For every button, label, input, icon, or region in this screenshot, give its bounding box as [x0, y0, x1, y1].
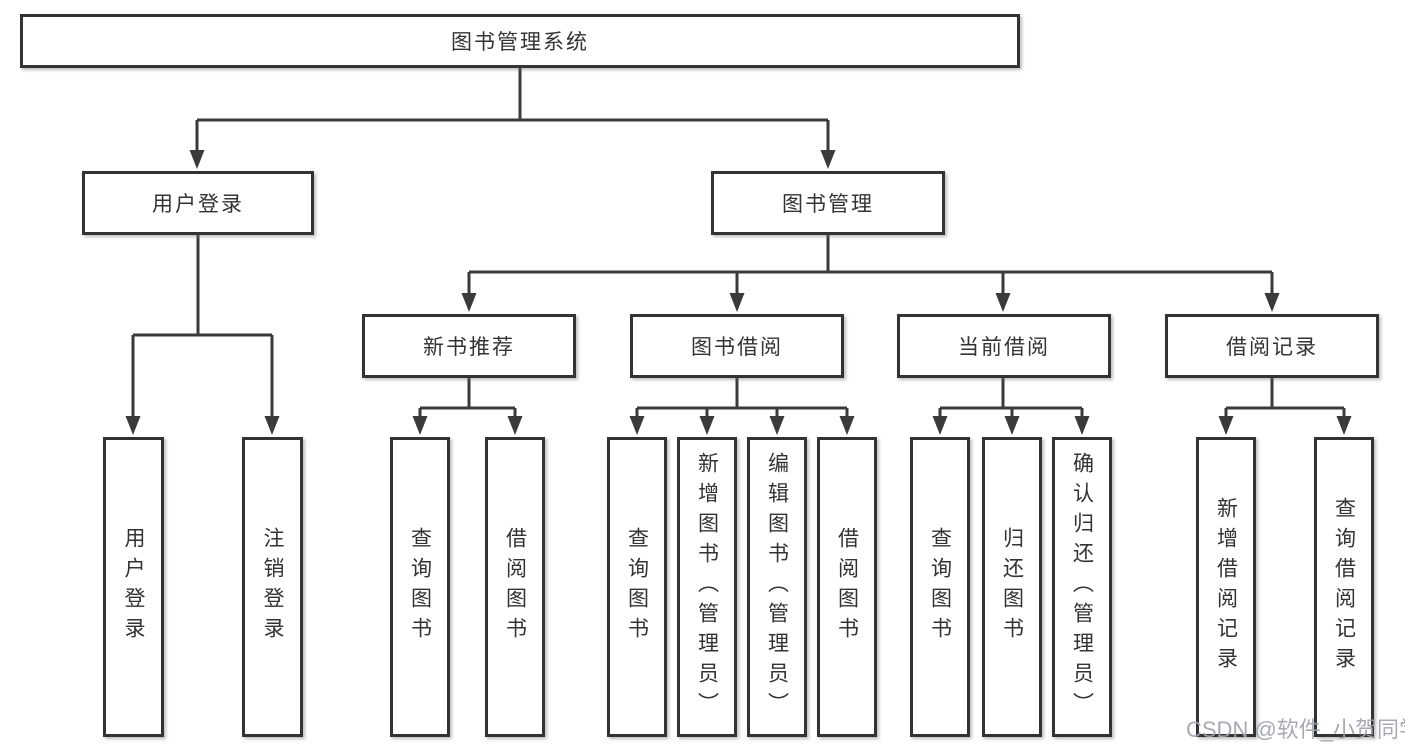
node-label: 确认归还（管理员） — [1070, 452, 1094, 722]
leaf-borrow-books: 借阅图书 — [817, 437, 877, 737]
node-borrow-records: 借阅记录 — [1165, 314, 1379, 378]
node-label: 查询图书 — [625, 527, 649, 647]
leaf-confirm-return-admin: 确认归还（管理员） — [1052, 437, 1112, 737]
node-user-login: 用户登录 — [82, 171, 314, 235]
leaf-add-book-admin: 新增图书（管理员） — [677, 437, 737, 737]
node-label: 借阅记录 — [1226, 336, 1318, 359]
node-label: 图书管理系统 — [451, 31, 589, 54]
node-label: 查询图书 — [408, 527, 432, 647]
node-label: 查询借阅记录 — [1332, 497, 1356, 677]
node-label: 新增图书（管理员） — [695, 452, 719, 722]
node-label: 图书管理 — [782, 193, 874, 216]
node-label: 注销登录 — [261, 527, 284, 647]
leaf-query-books-borrow: 查询图书 — [607, 437, 667, 737]
node-label: 借阅图书 — [835, 527, 859, 647]
node-label: 归还图书 — [1000, 527, 1024, 647]
leaf-add-borrow-record: 新增借阅记录 — [1196, 437, 1256, 737]
node-book-borrow: 图书借阅 — [630, 314, 844, 378]
leaf-logout: 注销登录 — [242, 437, 303, 737]
node-label: 用户登录 — [152, 193, 244, 216]
node-new-book-recommend: 新书推荐 — [362, 314, 576, 378]
leaf-edit-book-admin: 编辑图书（管理员） — [747, 437, 807, 737]
node-library-management-system: 图书管理系统 — [20, 14, 1020, 68]
leaf-query-books-current: 查询图书 — [910, 437, 970, 737]
node-book-management: 图书管理 — [711, 171, 945, 235]
node-label: 用户登录 — [122, 527, 145, 647]
leaf-user-login: 用户登录 — [103, 437, 164, 737]
leaf-return-book: 归还图书 — [982, 437, 1042, 737]
leaf-borrow-books-recommend: 借阅图书 — [485, 437, 545, 737]
node-label: 新增借阅记录 — [1214, 497, 1238, 677]
arrowhead-icons — [125, 150, 1352, 435]
node-label: 新书推荐 — [423, 336, 515, 359]
node-label: 编辑图书（管理员） — [765, 452, 789, 722]
node-label: 查询图书 — [928, 527, 952, 647]
leaf-query-books-recommend: 查询图书 — [390, 437, 450, 737]
watermark: CSDN @软件_小贺同学 — [1186, 717, 1405, 742]
node-label: 图书借阅 — [691, 336, 783, 359]
node-label: 借阅图书 — [503, 527, 527, 647]
leaf-query-borrow-record: 查询借阅记录 — [1314, 437, 1374, 737]
node-current-borrow: 当前借阅 — [897, 314, 1111, 378]
node-label: 当前借阅 — [958, 336, 1050, 359]
